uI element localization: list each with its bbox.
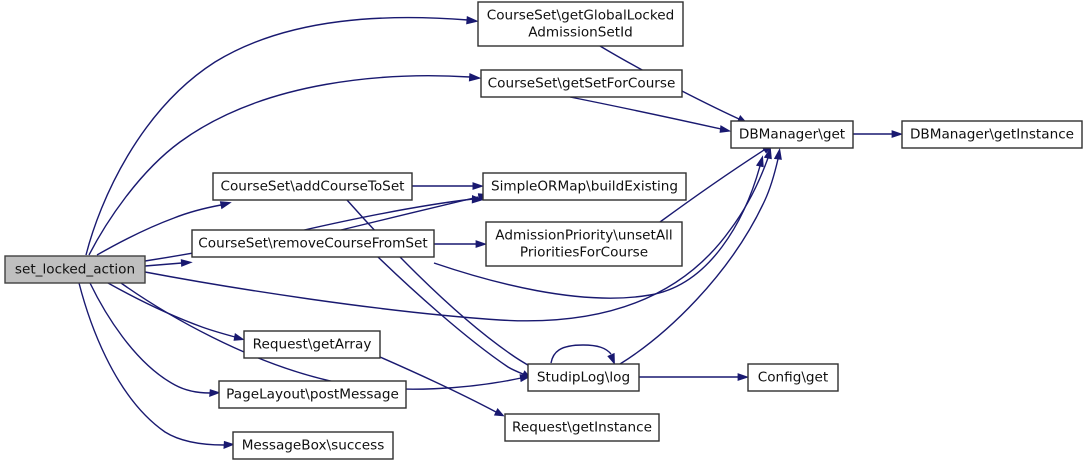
node-label: CourseSet\addCourseToSet — [220, 179, 404, 195]
node-label: MessageBox\success — [242, 438, 385, 454]
node-label: SimpleORMap\buildExisting — [491, 179, 678, 195]
node-label: AdmissionSetId — [528, 25, 633, 41]
edge-removeCourseFromSet-to-DBManagerGet — [433, 165, 761, 299]
node-box[interactable] — [730, 120, 854, 149]
graph-node-postMessage[interactable]: PageLayout\postMessage — [218, 380, 407, 409]
arrowhead — [180, 259, 193, 267]
arrowhead — [719, 125, 732, 133]
edge-unsetAllPriorities-to-DBManagerGet — [659, 149, 765, 223]
graph-node-buildExisting[interactable]: SimpleORMap\buildExisting — [482, 172, 687, 201]
graph-node-DBManagerGet[interactable]: DBManager\get — [730, 120, 854, 149]
edge-set-locked-action-to-addCourseToSet — [96, 204, 222, 256]
node-box[interactable] — [243, 330, 381, 359]
arrowhead — [891, 130, 904, 138]
graph-node-set_locked_action[interactable]: set_locked_action — [4, 255, 146, 284]
arrowhead — [737, 373, 750, 381]
node-label: Request\getInstance — [512, 420, 652, 436]
node-box[interactable] — [218, 380, 407, 409]
node-box[interactable] — [485, 221, 683, 267]
edge-set-locked-action-to-DBManagerGet — [144, 157, 769, 322]
graph-node-DBManagerGetInstance[interactable]: DBManager\getInstance — [901, 120, 1083, 149]
edge-StudipLogLog-to-DBManagerGet — [619, 158, 779, 365]
graph-node-removeCourseFromSet[interactable]: CourseSet\removeCourseFromSet — [191, 229, 435, 258]
arrowhead — [475, 240, 488, 248]
node-label: Request\getArray — [253, 337, 372, 353]
graph-node-unsetAllPrioritiesForCourse[interactable]: AdmissionPriority\unsetAllPrioritiesForC… — [485, 221, 683, 267]
graph-node-StudipLogLog[interactable]: StudipLog\log — [527, 363, 640, 392]
node-label: set_locked_action — [15, 262, 135, 278]
node-box[interactable] — [480, 69, 683, 98]
edge-set-locked-action-to-postMessage — [89, 282, 211, 394]
node-label: PageLayout\postMessage — [226, 387, 399, 403]
edge-set-locked-action-to-getArray — [107, 282, 236, 338]
edge-set-locked-action-to-getSetForCourse — [88, 75, 471, 256]
graph-node-getArray[interactable]: Request\getArray — [243, 330, 381, 359]
edge-getArray-to-getInstance — [379, 356, 497, 413]
arrowhead — [755, 155, 764, 168]
node-label: PrioritiesForCourse — [520, 245, 648, 261]
edge-getSetForCourse-to-DBManagerGet — [569, 96, 722, 130]
node-box[interactable] — [747, 363, 839, 392]
node-box[interactable] — [482, 172, 687, 201]
node-box[interactable] — [477, 1, 684, 47]
arrowhead — [219, 201, 232, 210]
edge-set-locked-action-to-messageBoxSuccess — [78, 282, 225, 446]
arrowhead — [468, 73, 482, 82]
graph-node-getInstance[interactable]: Request\getInstance — [504, 413, 660, 442]
edge-removeCourseFromSet-to-buildExisting — [340, 196, 479, 231]
arrowhead — [773, 147, 782, 160]
edge-removeCourseFromSet-to-StudipLogLog — [377, 256, 524, 375]
edge-set-locked-action-to-removeCourseFromSet — [144, 262, 183, 267]
arrowhead — [223, 440, 235, 450]
node-label: DBManager\get — [739, 127, 845, 143]
edge-StudipLogLog-self-loop — [550, 344, 612, 364]
arrowhead — [493, 407, 505, 417]
node-box[interactable] — [212, 172, 413, 201]
node-box[interactable] — [191, 229, 435, 258]
arrowhead — [472, 182, 485, 190]
graph-node-getSetForCourse[interactable]: CourseSet\getSetForCourse — [480, 69, 683, 98]
graph-node-messageBoxSuccess[interactable]: MessageBox\success — [232, 431, 394, 460]
node-box[interactable] — [527, 363, 640, 392]
graph-node-addCourseToSet[interactable]: CourseSet\addCourseToSet — [212, 172, 413, 201]
node-box[interactable] — [504, 413, 660, 442]
node-layer: set_locked_action CourseSet\getGlobalLock… — [4, 1, 1083, 460]
node-label: CourseSet\getGlobalLocked — [487, 8, 675, 24]
node-box[interactable] — [901, 120, 1083, 149]
node-box[interactable] — [232, 431, 394, 460]
arrowhead — [209, 389, 221, 398]
graph-node-ConfigGet[interactable]: Config\get — [747, 363, 839, 392]
node-label: Config\get — [758, 370, 829, 386]
edge-set-locked-action-to-getGlobalLocked — [85, 16, 469, 256]
node-label: CourseSet\getSetForCourse — [488, 76, 676, 92]
node-label: AdmissionPriority\unsetAll — [495, 228, 672, 244]
node-box[interactable] — [4, 255, 146, 284]
arrowhead — [233, 333, 245, 341]
arrowhead — [607, 352, 615, 366]
node-label: CourseSet\removeCourseFromSet — [198, 236, 427, 252]
node-label: DBManager\getInstance — [910, 127, 1074, 143]
arrowhead — [466, 16, 479, 25]
arrowhead — [763, 147, 772, 160]
node-label: StudipLog\log — [537, 370, 630, 386]
